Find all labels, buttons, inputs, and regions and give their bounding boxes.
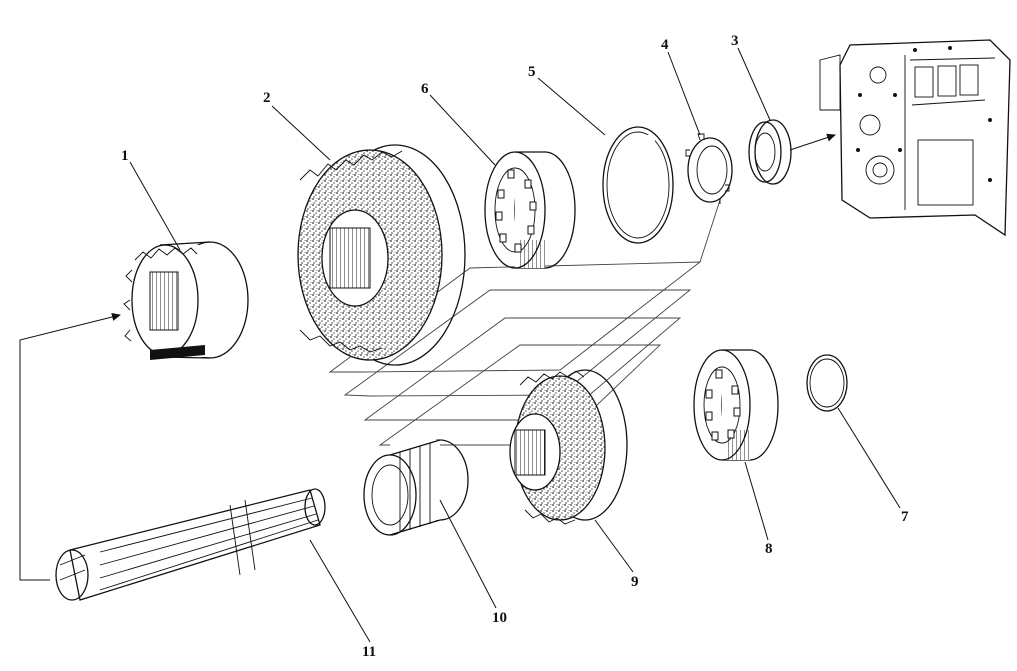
callout-9: 9 [631, 574, 639, 590]
part-9-gear [509, 369, 628, 525]
part-3-nut [748, 119, 792, 185]
callout-7: 7 [901, 509, 909, 525]
callout-1: 1 [121, 148, 129, 164]
callout-4: 4 [661, 37, 669, 53]
callout-10: 10 [492, 610, 507, 626]
gear-1-teeth [123, 247, 198, 342]
gearbox-housing [819, 39, 1011, 237]
callout-3: 3 [731, 33, 739, 49]
leader-lines [129, 47, 901, 643]
callout-8: 8 [765, 541, 773, 557]
part-4-lock-washer [685, 133, 733, 204]
callout-5: 5 [528, 64, 536, 80]
shaft-to-gear-arrow [19, 313, 121, 581]
part-10-bushing [363, 439, 469, 536]
part-2-large-gear [297, 144, 466, 366]
part-1-splined-gear [123, 241, 249, 360]
callout-labels: 1 2 3 4 5 6 7 8 9 10 11 [121, 33, 909, 660]
part-6-bearing [484, 151, 576, 269]
callout-11: 11 [362, 644, 376, 660]
housing-arrow [789, 133, 836, 151]
callout-6: 6 [421, 81, 429, 97]
callout-2: 2 [263, 90, 271, 106]
part-7-small-snap-ring [806, 354, 848, 412]
part-11-splined-shaft [55, 488, 326, 601]
part-8-bearing [693, 349, 779, 461]
part-5-snap-ring [602, 126, 674, 244]
